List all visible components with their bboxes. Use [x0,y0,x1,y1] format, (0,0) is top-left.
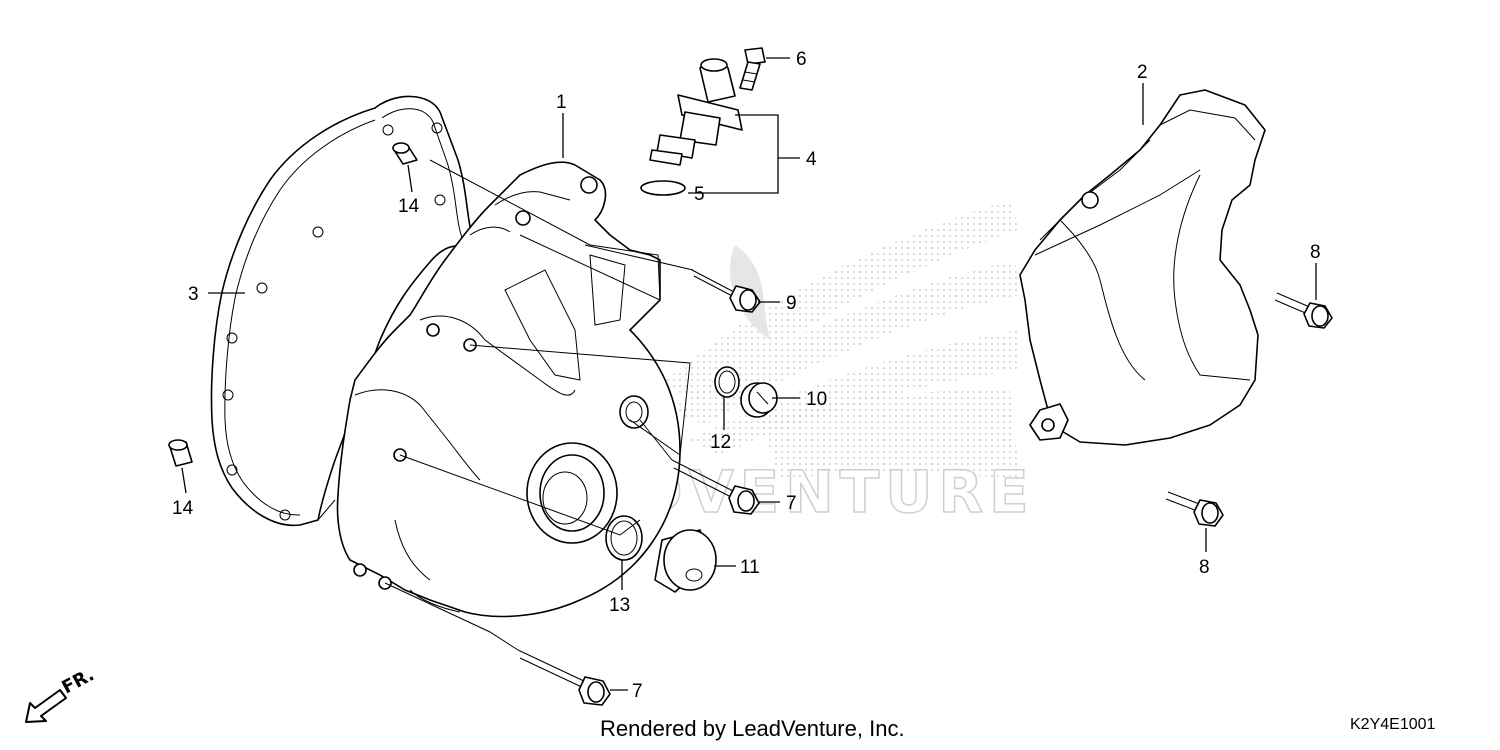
bolt-part-9 [691,269,761,313]
dowel-pin-part-14-upper [392,142,418,165]
callout-10: 10 [806,389,827,410]
callout-1: 1 [556,92,567,113]
plug-part-10 [740,382,778,418]
plug-part-11 [654,529,717,593]
callout-4: 4 [806,149,817,170]
callout-8-lower: 8 [1199,557,1210,578]
callout-7-lower: 7 [632,681,643,702]
callout-11: 11 [740,557,760,578]
bolt-part-7-upper [671,459,760,515]
callout-3: 3 [188,284,199,305]
render-credit: Rendered by LeadVenture, Inc. [600,716,905,741]
callout-labels: 1 2 3 4 5 6 7 7 8 8 9 10 11 12 13 14 14 [172,49,1321,702]
o-ring-part-5 [640,180,686,196]
callout-8-right: 8 [1310,242,1321,263]
crankcase-cover-part-1 [336,161,681,618]
diagram-code: K2Y4E1001 [1350,716,1436,733]
callout-7-upper: 7 [786,493,797,514]
speed-sensor-part-4 [649,58,743,166]
front-direction-label: FR. [58,664,97,698]
bolt-part-8-right [1274,292,1333,329]
front-direction-arrow-icon: FR. [25,664,98,723]
callout-13: 13 [609,595,630,616]
callout-14-upper: 14 [398,196,420,217]
bolt-part-6 [739,47,766,91]
dowel-pin-part-14-lower [168,439,193,467]
callout-6: 6 [796,49,807,70]
o-ring-part-13 [605,515,643,561]
callout-12: 12 [710,432,731,453]
callout-14-lower: 14 [172,498,194,519]
callout-5: 5 [694,184,705,205]
callout-2: 2 [1137,62,1148,83]
leader-lines [181,57,1317,691]
bolt-part-7-lower [517,649,611,706]
callout-9: 9 [786,293,797,314]
sprocket-cover-part-2 [1019,89,1266,446]
bolt-part-8-lower [1165,491,1224,527]
